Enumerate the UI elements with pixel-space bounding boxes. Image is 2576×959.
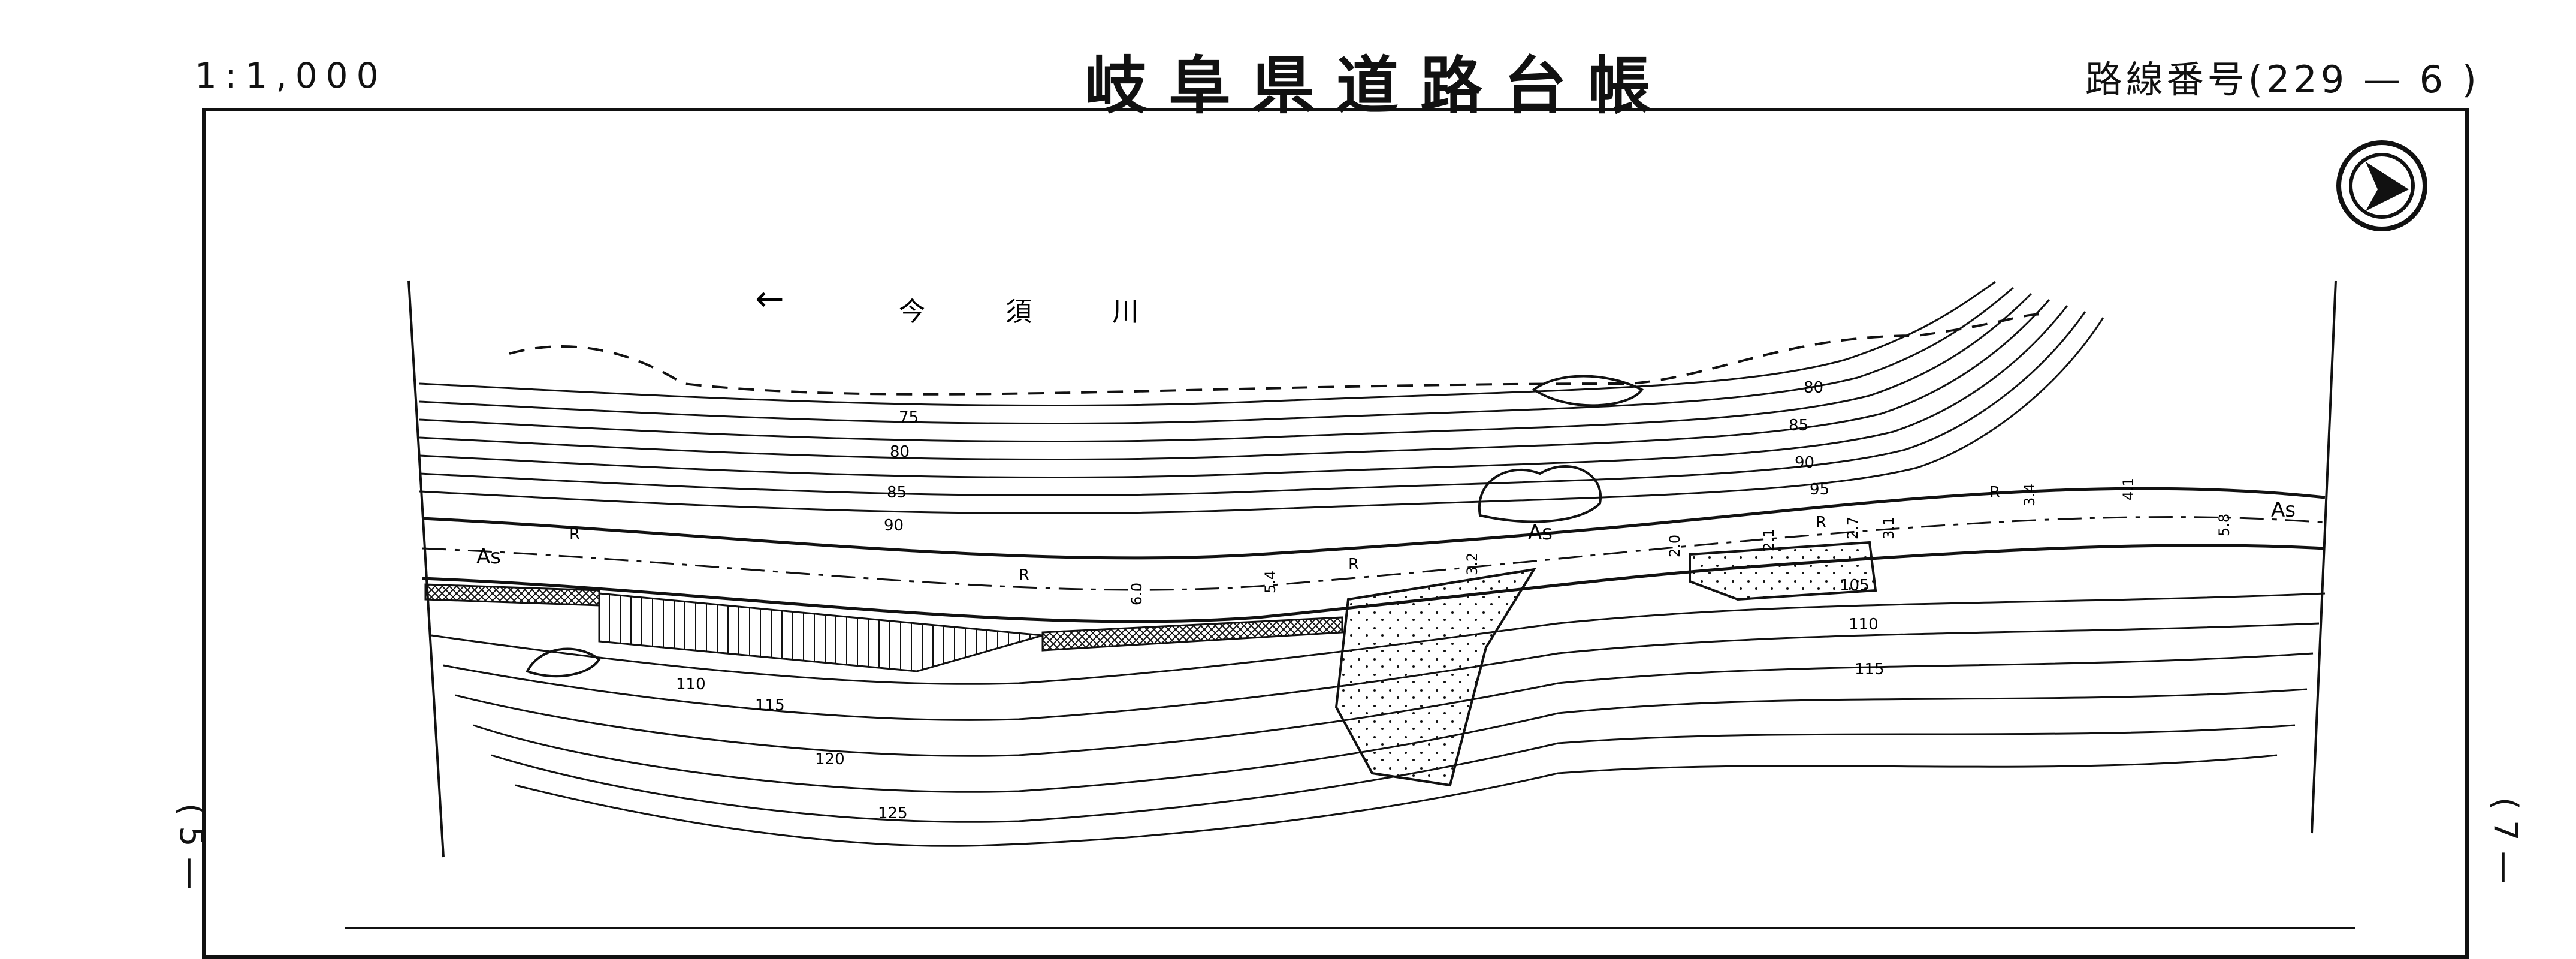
vegetation-icon — [526, 375, 1644, 678]
contour-lines-south — [431, 592, 2326, 847]
pavement-label: As — [476, 545, 501, 569]
contour-label: 85 — [887, 484, 907, 502]
contour-label: 90 — [1795, 454, 1814, 472]
contour-label: 115 — [755, 696, 785, 714]
contour-label: 115 — [1855, 661, 1885, 678]
slope-hatch — [598, 592, 1043, 672]
road-width-labels: 6.0 5.4 3.2 2.0 2.1 2.7 3.1 3.4 4.1 5.8 — [1128, 478, 2233, 605]
road-width-label: 6.0 — [1128, 583, 1145, 605]
road-width-label: 3.4 — [2021, 484, 2038, 506]
map-scale: 1:1,000 — [195, 55, 387, 96]
next-sheet-ref: ( 7 — — [2487, 797, 2524, 883]
pavement-label: As — [2271, 498, 2296, 522]
retaining-label: R — [1348, 556, 1359, 574]
contour-label: 105 — [1840, 577, 1870, 595]
road-width-label: 2.7 — [1844, 517, 1861, 539]
road-width-label: 4.1 — [2120, 478, 2137, 500]
route-number-label: 路線番号 — [2085, 58, 2248, 101]
contour-label: 95 — [1810, 481, 1829, 499]
previous-sheet-ref: ( 5 — — [173, 803, 210, 889]
contour-label: 110 — [1849, 616, 1879, 634]
flow-arrow: ← — [755, 278, 784, 319]
contour-label: 80 — [890, 443, 910, 461]
road-width-label: 5.8 — [2216, 514, 2233, 536]
contour-lines-north — [419, 281, 2104, 515]
fill-area — [1334, 568, 1536, 787]
contour-label: 125 — [878, 804, 908, 822]
road-width-label: 3.2 — [1464, 553, 1481, 575]
route-number: 路線番号(229 — 6 ) — [2085, 49, 2480, 103]
retaining-label: R — [569, 526, 580, 544]
contour-label: 90 — [884, 517, 904, 535]
road-width-label: 3.1 — [1880, 517, 1897, 539]
pavement-label: As — [1528, 521, 1553, 545]
contour-label: 85 — [1789, 417, 1808, 435]
fill-area — [1689, 541, 1877, 601]
road-width-label: 5.4 — [1262, 571, 1279, 593]
retaining-wall-crosshatch — [1041, 616, 1343, 652]
retaining-label: R — [1989, 484, 2000, 502]
road-width-label: 2.0 — [1666, 535, 1683, 557]
contour-label: 80 — [1804, 379, 1823, 397]
river-bank — [509, 313, 2050, 396]
contour-labels: 75 80 85 90 80 85 90 95 105 110 115 110 … — [676, 379, 1885, 822]
north-arrow-icon — [2336, 140, 2427, 231]
contour-label: 75 — [899, 409, 919, 427]
map-boundary-right — [2311, 280, 2337, 834]
route-number-value: (229 — 6 ) — [2248, 58, 2480, 101]
map-boundary-left — [407, 280, 445, 858]
river-name: 今 須 川 — [899, 297, 1174, 327]
retaining-label: R — [1019, 566, 1029, 584]
retaining-label: R — [1816, 514, 1826, 532]
contour-label: 120 — [815, 750, 845, 768]
road-width-label: 2.1 — [1760, 529, 1777, 551]
contour-label: 110 — [676, 675, 706, 693]
